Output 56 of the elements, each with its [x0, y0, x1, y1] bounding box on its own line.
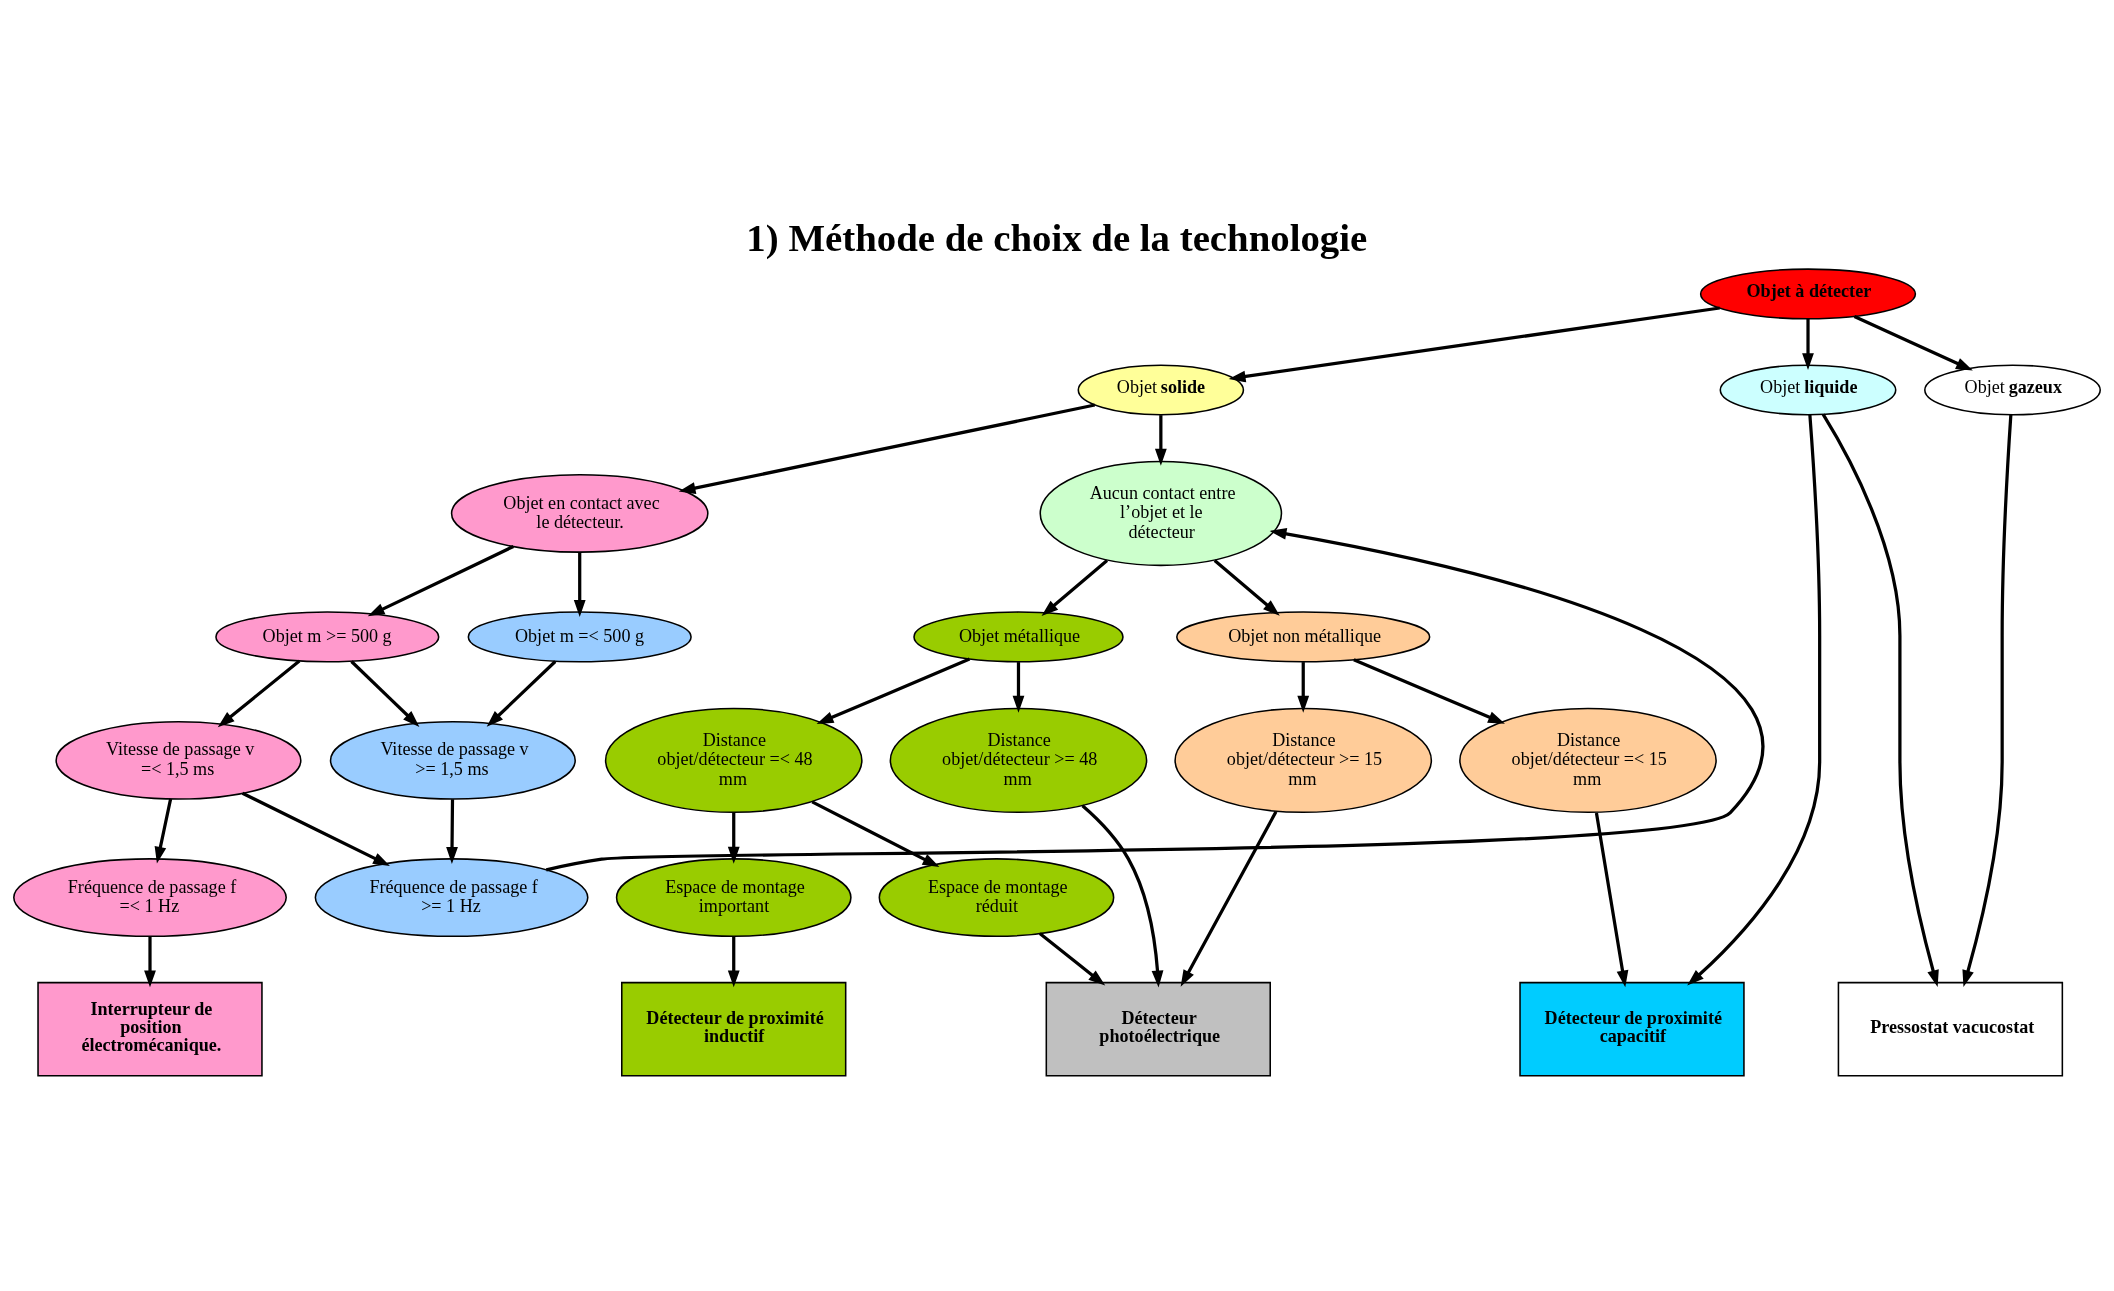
- node-box: Interrupteur de position électromécanique.: [37, 981, 263, 1077]
- diagram-title: 1) Méthode de choix de la technologie: [746, 215, 1368, 259]
- node-box: Détecteur photoélectrique: [1045, 981, 1271, 1077]
- arrow: [241, 791, 390, 866]
- node-ellipse: Espace de montage important: [615, 857, 852, 937]
- arrow: [1213, 558, 1280, 616]
- arrow: [217, 659, 301, 727]
- arrow: [486, 659, 557, 727]
- node-ellipse: Distance objet/détecteur =< 48 mm: [604, 707, 863, 813]
- arrow: [1853, 314, 1973, 371]
- node-ellipse: Distance objet/détecteur >= 15 mm: [1174, 707, 1433, 813]
- node-box: Détecteur de proximité capacitif: [1519, 981, 1745, 1077]
- arrow: [350, 659, 420, 727]
- node-ellipse: Distance objet/détecteur =< 15 mm: [1459, 707, 1717, 813]
- node-ellipse: Distance objet/détecteur >= 48 mm: [889, 707, 1148, 813]
- arrow: [1041, 558, 1109, 616]
- arrow: [1594, 812, 1629, 987]
- arrow: [1297, 661, 1310, 713]
- arrow: [1962, 414, 2013, 987]
- node-ellipse: Aucun contact entre l’objet et le détecteur: [1039, 460, 1283, 566]
- arrow: [367, 544, 515, 616]
- arrow: [811, 799, 940, 867]
- node-ellipse: Objet liquide: [1719, 363, 1897, 416]
- node-ellipse: Vitesse de passage v =< 1,5 ms: [55, 720, 302, 800]
- arrow: [816, 657, 971, 724]
- node-box: Pressostat vacucostat: [1837, 981, 2064, 1077]
- node-ellipse: Vitesse de passage v >= 1,5 ms: [329, 720, 576, 800]
- node-ellipse: Objet à détecter: [1699, 267, 1917, 320]
- arrow: [1081, 804, 1164, 987]
- arrow: [1353, 657, 1505, 724]
- node-box: Détecteur de proximité inductif: [621, 981, 847, 1077]
- arrow: [1012, 661, 1025, 713]
- node-ellipse: Espace de montage réduit: [878, 857, 1115, 937]
- node-ellipse: Fréquence de passage f =< 1 Hz: [13, 857, 287, 937]
- arrow: [1180, 810, 1278, 987]
- arrow: [573, 551, 586, 617]
- node-ellipse: Objet métallique: [913, 610, 1124, 663]
- arrow: [1802, 318, 1814, 370]
- node-ellipse: Objet non métallique: [1176, 610, 1431, 663]
- node-ellipse: Objet gazeux: [1924, 363, 2101, 416]
- node-ellipse: Fréquence de passage f >= 1 Hz: [314, 857, 589, 937]
- node-ellipse: Objet m >= 500 g: [215, 610, 440, 663]
- node-ellipse: Objet m =< 500 g: [467, 610, 692, 663]
- arrow: [1687, 414, 1822, 986]
- arrow: [727, 935, 740, 987]
- arrow: [1228, 305, 1720, 382]
- arrow: [678, 402, 1096, 494]
- arrow: [154, 798, 173, 864]
- arrow: [727, 812, 740, 864]
- arrow: [1038, 931, 1106, 986]
- arrow: [144, 935, 156, 987]
- arrow: [446, 798, 458, 864]
- arrow: [545, 527, 1763, 871]
- arrow: [1821, 413, 1939, 987]
- arrow: [1154, 414, 1167, 466]
- node-ellipse: Objet en contact avec le détecteur.: [450, 473, 709, 553]
